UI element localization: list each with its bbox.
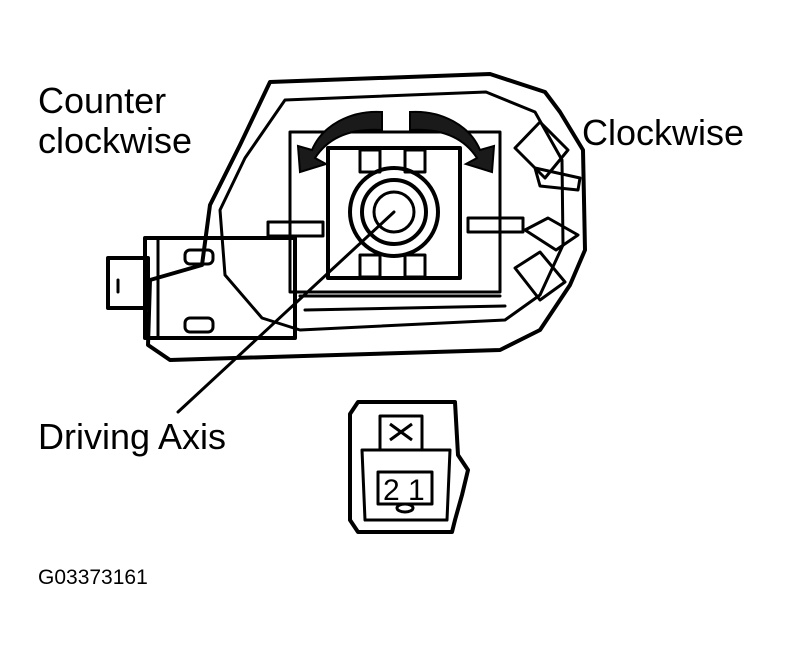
counter-clockwise-label-line1: Counter (38, 80, 167, 121)
plug-latch (183, 248, 215, 266)
connector-key (395, 502, 415, 514)
plug-tip (106, 256, 150, 310)
plug-latch (183, 316, 215, 334)
plug-body (143, 236, 297, 340)
connector-inner (360, 448, 452, 522)
housing-inner (218, 90, 565, 332)
connector-top-slot (378, 414, 424, 452)
axis-block (326, 146, 462, 280)
counter-clockwise-label-line2: clockwise (38, 120, 193, 161)
figure-code: G03373161 (38, 566, 148, 589)
slot (403, 253, 427, 279)
tab (466, 216, 525, 234)
slot (358, 253, 382, 279)
right-tab-bottom (513, 250, 567, 302)
driving-axis-inner (372, 190, 416, 234)
housing-outer (146, 72, 587, 362)
connector-x-mark (389, 422, 413, 442)
right-tab-mid (533, 166, 582, 192)
pin-label-1: 1 (408, 474, 425, 507)
pin-label-2: 2 (383, 474, 400, 507)
right-tab-low (523, 216, 580, 252)
chamber (288, 130, 502, 294)
driving-axis-outer (348, 166, 440, 258)
clockwise-label: Clockwise (582, 112, 745, 153)
connector-body (348, 400, 470, 534)
slot (358, 148, 382, 174)
driving-axis-leader (176, 210, 396, 414)
tab (266, 220, 325, 238)
driving-axis-label: Driving Axis (38, 416, 227, 457)
driving-axis-middle (360, 178, 428, 246)
clockwise-arrow (409, 110, 496, 174)
counterclockwise-arrow (296, 110, 383, 174)
